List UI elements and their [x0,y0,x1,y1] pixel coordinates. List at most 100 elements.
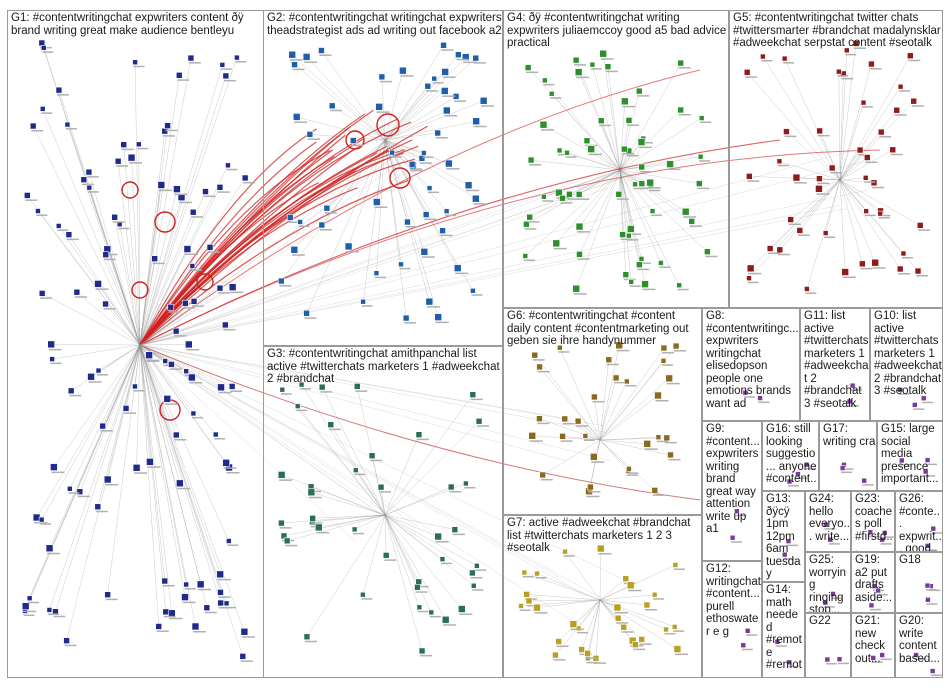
node[interactable] [353,383,361,390]
node[interactable] [623,378,630,385]
node[interactable] [228,283,237,291]
node[interactable] [663,626,669,633]
node[interactable] [862,175,869,181]
node[interactable] [297,219,303,225]
node[interactable] [621,97,629,106]
node[interactable] [368,452,376,460]
node[interactable] [534,570,540,577]
node[interactable] [897,83,904,90]
node[interactable] [155,623,163,630]
node[interactable] [455,51,462,59]
node[interactable] [451,526,459,533]
node[interactable] [47,340,55,349]
node[interactable] [924,457,931,463]
node[interactable] [587,483,594,491]
node[interactable] [162,608,170,616]
node[interactable] [605,356,613,364]
node[interactable] [157,181,166,189]
node[interactable] [203,604,211,612]
node[interactable] [681,207,690,216]
node[interactable] [614,614,622,622]
node[interactable] [574,68,583,76]
node[interactable] [583,137,591,145]
node[interactable] [916,222,924,229]
node[interactable] [823,521,829,528]
node[interactable] [626,232,632,239]
node[interactable] [925,596,931,603]
node[interactable] [146,458,154,466]
node[interactable] [533,603,541,612]
node[interactable] [548,90,555,97]
node[interactable] [151,255,158,262]
node[interactable] [841,268,849,276]
node[interactable] [542,77,548,84]
node[interactable] [521,569,528,576]
node[interactable] [73,288,81,296]
node[interactable] [590,453,598,461]
node[interactable] [868,602,875,609]
node[interactable] [190,298,198,305]
node[interactable] [469,569,476,577]
node[interactable] [439,556,446,562]
node[interactable] [846,398,853,405]
node[interactable] [655,434,662,441]
node[interactable] [94,280,102,288]
node[interactable] [327,421,335,428]
node[interactable] [226,538,232,544]
node[interactable] [398,261,404,268]
node[interactable] [871,258,879,267]
node[interactable] [474,563,480,569]
node[interactable] [557,344,563,351]
node[interactable] [881,530,888,536]
node[interactable] [278,519,285,527]
node[interactable] [626,581,635,590]
node[interactable] [734,508,740,515]
node[interactable] [677,106,684,114]
node[interactable] [697,153,704,160]
node[interactable] [677,59,684,67]
node[interactable] [294,403,301,409]
node[interactable] [26,595,33,602]
node[interactable] [469,391,477,398]
node[interactable] [781,551,788,558]
node[interactable] [277,471,286,479]
node[interactable] [181,299,189,307]
node[interactable] [589,61,596,68]
node[interactable] [839,465,846,471]
node[interactable] [774,639,781,645]
node[interactable] [910,97,918,105]
node[interactable] [822,230,829,236]
node[interactable] [222,72,230,80]
node[interactable] [103,475,112,484]
node[interactable] [222,321,229,329]
node[interactable] [877,210,883,217]
node[interactable] [871,583,878,589]
node[interactable] [877,128,885,136]
node[interactable] [184,340,193,349]
node[interactable] [893,106,901,114]
node[interactable] [167,303,175,311]
node[interactable] [102,300,109,308]
node[interactable] [212,431,219,438]
node[interactable] [99,422,106,430]
node[interactable] [424,82,432,90]
node[interactable] [453,264,462,272]
node[interactable] [746,173,753,180]
node[interactable] [555,638,562,645]
node[interactable] [472,117,480,126]
node[interactable] [604,63,612,70]
node[interactable] [422,211,430,218]
node[interactable] [526,213,533,221]
node[interactable] [665,374,673,383]
node[interactable] [373,198,381,206]
node[interactable] [45,544,54,553]
node[interactable] [525,597,533,605]
node[interactable] [120,141,128,148]
node[interactable] [632,181,638,188]
node[interactable] [104,591,111,598]
node[interactable] [804,286,810,292]
node[interactable] [360,591,366,598]
node[interactable] [445,159,453,168]
node[interactable] [472,54,480,62]
node[interactable] [760,53,766,60]
